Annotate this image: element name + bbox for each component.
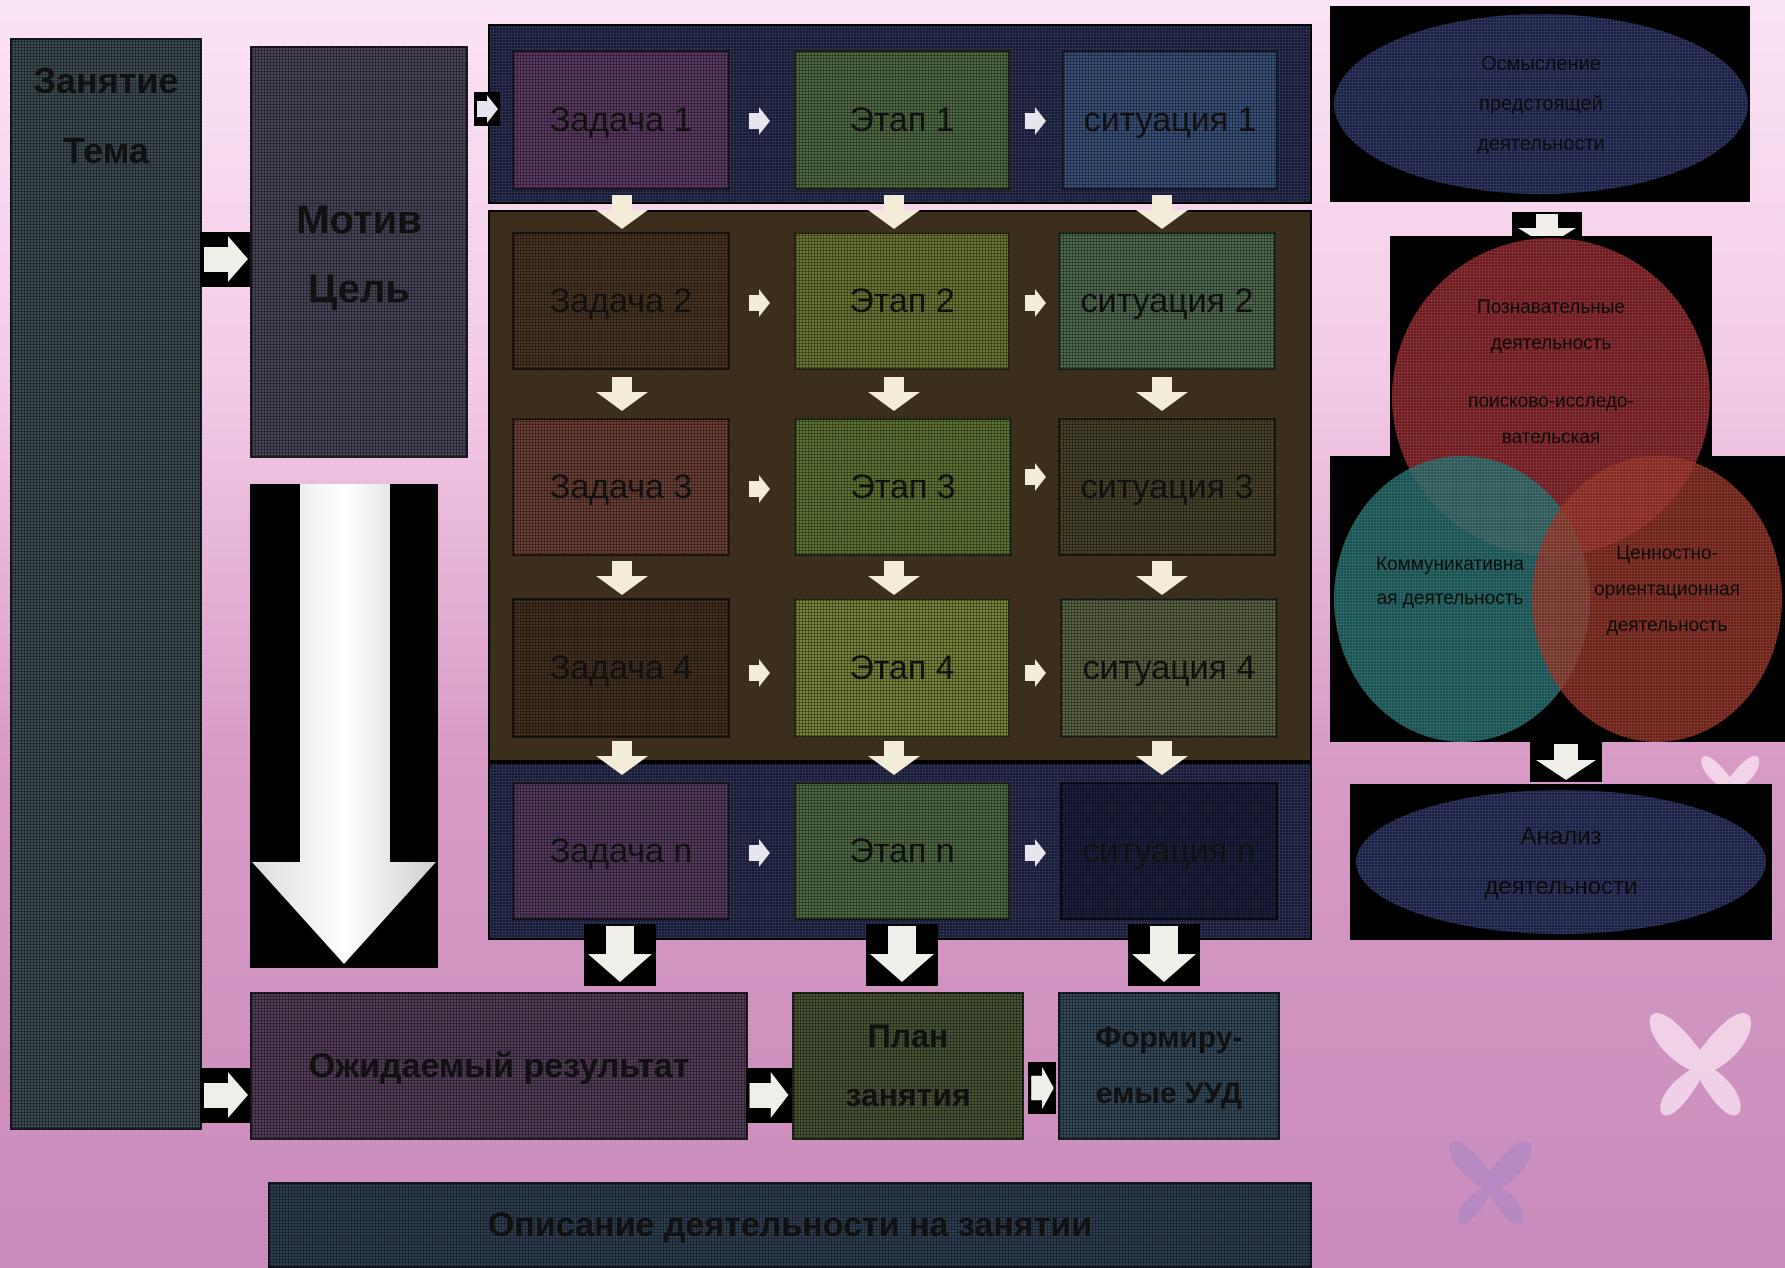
cognitive-line2: деятельность: [1491, 326, 1612, 362]
stage-2-box: Этап 2: [794, 232, 1010, 370]
down-arrow-icon: [594, 560, 650, 596]
right-arrow-icon: [1022, 104, 1048, 138]
stage-1-label: Этап 1: [849, 101, 954, 140]
down-arrow-icon: [1134, 740, 1190, 776]
right-arrow-icon: [1022, 656, 1048, 690]
analysis-line2: деятельности: [1484, 862, 1637, 912]
lesson-plan-line1: План: [868, 1018, 948, 1055]
down-arrow-icon: [866, 560, 922, 596]
cognitive-line4: вательская: [1502, 420, 1601, 456]
right-arrow-icon: [1028, 1062, 1056, 1114]
task-2-label: Задача 2: [550, 282, 692, 321]
situation-n-box: ситуация n: [1060, 782, 1278, 920]
right-arrow-icon: [746, 472, 772, 506]
task-n-label: Задача n: [550, 832, 692, 871]
task-n-box: Задача n: [512, 782, 730, 920]
down-arrow-icon: [594, 376, 650, 412]
task-1-box: Задача 1: [512, 50, 730, 190]
cognitive-line3: поисково-исследо-: [1468, 384, 1634, 420]
stage-n-label: Этап n: [849, 832, 954, 871]
situation-2-box: ситуация 2: [1058, 232, 1276, 370]
down-arrow-icon: [1134, 560, 1190, 596]
down-arrow-icon: [594, 740, 650, 776]
formed-uud-box: Формиру- емые УУД: [1058, 992, 1280, 1140]
lesson-label: Занятие: [33, 60, 178, 102]
right-arrow-icon: [746, 1068, 792, 1123]
right-arrow-icon: [474, 92, 500, 126]
situation-1-box: ситуация 1: [1062, 50, 1278, 190]
task-1-label: Задача 1: [550, 101, 692, 140]
down-arrow-icon: [866, 376, 922, 412]
situation-3-box: ситуация 3: [1058, 418, 1276, 556]
down-arrow-icon: [866, 194, 922, 230]
right-arrow-icon: [1022, 836, 1048, 870]
right-arrow-icon: [746, 104, 772, 138]
activity-description-bar: Описание деятельности на занятии: [268, 1182, 1312, 1268]
lesson-plan-box: План занятия: [792, 992, 1024, 1140]
value-line1: Ценностно-: [1616, 536, 1718, 572]
butterfly-decoration-icon: [1400, 1090, 1580, 1260]
task-4-label: Задача 4: [550, 649, 692, 688]
right-arrow-icon: [1022, 286, 1048, 320]
situation-n-label: ситуация n: [1083, 832, 1256, 871]
lesson-topic-column: Занятие Тема: [10, 38, 202, 1130]
topic-label: Тема: [63, 130, 149, 172]
situation-3-label: ситуация 3: [1081, 468, 1254, 507]
formed-uud-line2: емые УУД: [1096, 1077, 1242, 1111]
motive-label: Мотив: [296, 198, 422, 243]
stage-4-box: Этап 4: [794, 598, 1010, 738]
right-arrow-icon: [746, 836, 772, 870]
lesson-plan-line2: занятия: [845, 1077, 970, 1114]
down-arrow-icon: [866, 740, 922, 776]
expected-result-box: Ожидаемый результат: [250, 992, 748, 1140]
right-arrow-icon: [746, 286, 772, 320]
right-arrow-icon: [746, 656, 772, 690]
comprehension-line3: деятельности: [1477, 124, 1605, 164]
down-arrow-icon: [594, 194, 650, 230]
stage-3-box: Этап 3: [794, 418, 1012, 556]
down-arrow-icon: [1530, 742, 1602, 782]
task-4-box: Задача 4: [512, 598, 730, 738]
down-arrow-icon: [1128, 924, 1200, 986]
formed-uud-line1: Формиру-: [1095, 1021, 1242, 1055]
activity-analysis-ellipse: Анализ деятельности: [1356, 790, 1766, 934]
task-3-label: Задача 3: [550, 468, 692, 507]
big-down-arrow-icon: [250, 484, 438, 968]
goal-label: Цель: [308, 267, 410, 312]
task-2-box: Задача 2: [512, 232, 730, 370]
stage-2-label: Этап 2: [849, 282, 954, 321]
right-arrow-icon: [200, 1068, 252, 1123]
right-arrow-icon: [200, 232, 252, 287]
expected-result-label: Ожидаемый результат: [309, 1047, 690, 1086]
stage-3-label: Этап 3: [850, 468, 955, 507]
stage-n-box: Этап n: [794, 782, 1010, 920]
value-orientation-circle: Ценностно- ориентационная деятельность: [1532, 456, 1782, 742]
activity-description-label: Описание деятельности на занятии: [488, 1206, 1092, 1245]
comprehension-line2: предстоящей: [1479, 84, 1603, 124]
right-arrow-icon: [1022, 460, 1048, 494]
butterfly-decoration-icon: [1620, 950, 1780, 1160]
motive-goal-box: Мотив Цель: [250, 46, 468, 458]
value-line3: деятельность: [1607, 608, 1728, 644]
value-line2: ориентационная: [1594, 572, 1740, 608]
comprehension-line1: Осмысление: [1481, 44, 1601, 84]
stage-4-label: Этап 4: [849, 649, 954, 688]
down-arrow-icon: [1134, 376, 1190, 412]
cognitive-line1: Познавательные: [1477, 290, 1625, 326]
stage-1-box: Этап 1: [794, 50, 1010, 190]
task-3-box: Задача 3: [512, 418, 730, 556]
down-arrow-icon: [1134, 194, 1190, 230]
situation-4-label: ситуация 4: [1083, 649, 1256, 688]
situation-2-label: ситуация 2: [1081, 282, 1254, 321]
communicative-line1: Коммуникативна: [1376, 548, 1524, 582]
down-arrow-icon: [584, 924, 656, 986]
analysis-line1: Анализ: [1520, 812, 1601, 862]
down-arrow-icon: [866, 924, 938, 986]
comprehension-ellipse: Осмысление предстоящей деятельности: [1334, 14, 1748, 194]
communicative-line2: ая деятельность: [1377, 582, 1524, 616]
situation-4-box: ситуация 4: [1060, 598, 1278, 738]
situation-1-label: ситуация 1: [1084, 101, 1257, 140]
